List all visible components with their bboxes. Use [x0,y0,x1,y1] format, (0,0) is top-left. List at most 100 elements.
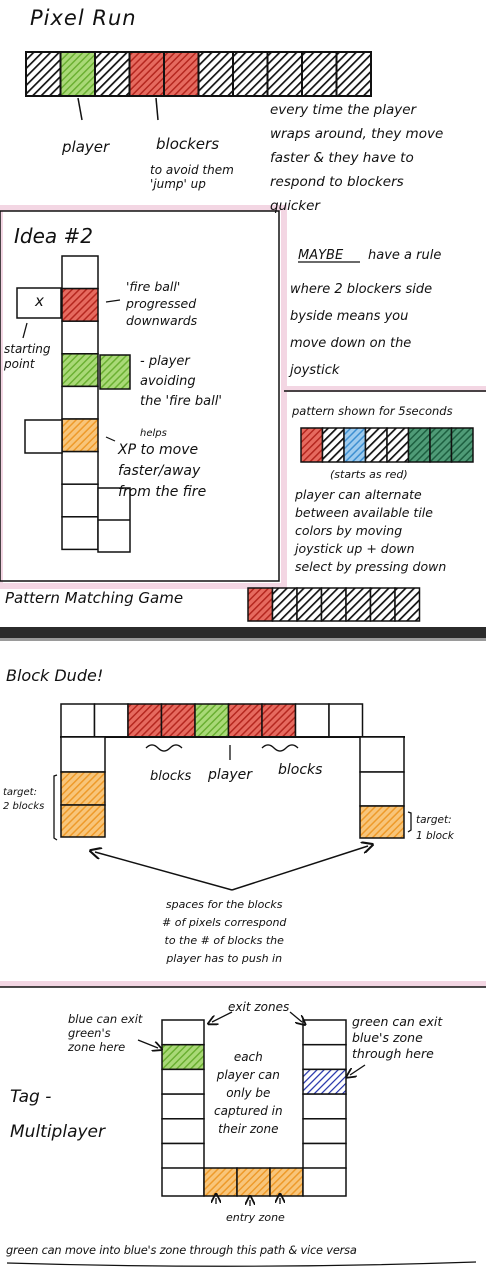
tag-right-cell [302,1118,347,1145]
bd-target-right: target: 1 block [416,814,454,842]
pr-strip-cell [25,51,62,97]
bd-target-left: target: 2 blocks [3,787,45,812]
tag-left-cell [161,1068,205,1095]
helps-label: helps [140,428,167,439]
pat-strip-cell [321,427,345,463]
section-divider [0,627,486,638]
pat-bottom-cell [271,587,298,622]
tag-right-column [302,1019,347,1169]
pat-bottom-cell [296,587,323,622]
idea-col-cell [61,450,99,485]
idea2-player-label: - player avoiding the 'fire ball' [140,354,222,409]
tag-left-cell [161,1142,205,1169]
block-dude-title: Block Dude! [6,666,104,685]
pixel-run-blockers-note: to avoid them 'jump' up [150,163,234,191]
bd-blocks-right: blocks [278,762,323,778]
bd-row-cell [93,703,129,738]
pat-bottom-cell [345,587,372,622]
tag-center-note: each player can only be captured in thei… [214,1050,283,1136]
pattern-title: Pattern Matching Game [5,589,184,607]
xp-label: XP to move faster/away from the fire [118,442,207,500]
pattern-bottom-strip [247,587,421,622]
pr-strip-cell [128,51,165,97]
fireball-label: 'fire ball' progressed downwards [126,279,198,328]
pr-strip-cell [266,51,303,97]
pr-strip-cell [163,51,200,97]
pixel-run-maybe-note: have a rule [368,248,442,263]
bd-row-cell [127,703,163,738]
idea-col-cell [61,320,99,355]
tag-right-cell [302,1142,347,1169]
pattern-strip [300,427,474,463]
pattern-starts-red: (starts as red) [330,468,408,481]
block-dude-right-column [359,736,405,839]
pat-strip-cell [386,427,410,463]
pixel-run-title: Pixel Run [30,6,137,30]
bd-row-cell [328,703,364,738]
idea-col-cell [61,516,99,551]
pat-bottom-cell [369,587,396,622]
pat-strip-cell [407,427,431,463]
idea2-title: Idea #2 [14,224,93,248]
idea-col-cell [61,385,99,420]
bd-spaces-note: spaces for the blocks # of pixels corres… [162,898,287,965]
pixel-run-rule-note: where 2 blockers side byside means you m… [290,282,433,378]
tag-right-cell [302,1043,347,1071]
bd-row-cell [294,703,330,738]
bd-row-cell [60,703,96,738]
tag-left-cell [161,1043,205,1071]
tag-blue-exit: blue can exit green's zone here [68,1012,143,1054]
tag-left-cell [161,1093,205,1120]
bd-row-cell [194,703,230,738]
pat-strip-cell [364,427,388,463]
bd-row-cell [227,703,263,738]
pat-strip-cell [429,427,453,463]
tag-entry-row [161,1167,347,1197]
pr-strip-cell [94,51,131,97]
tag-left-cell [161,1118,205,1145]
pr-strip-cell [232,51,269,97]
tag-left-column [161,1019,205,1169]
tag-bottom-note: green can move into blue's zone through … [6,1243,357,1257]
idea-col-cell [61,255,99,290]
tag-right-cell [302,1093,347,1120]
tag-exit-zones: exit zones [228,1000,290,1014]
pr-strip-cell [301,51,338,97]
bd-blocks-left: blocks [150,769,192,784]
pr-strip-cell [59,51,96,97]
tag-left-cell [161,1019,205,1046]
tag-right-cell [302,1019,347,1046]
pattern-header: pattern shown for 5seconds [292,404,453,418]
pat-strip-cell [300,427,324,463]
pixel-run-strip [25,51,372,97]
idea-col-cell [61,287,99,322]
tag-right-cell [302,1068,347,1095]
idea-col-cell [61,353,99,388]
block-dude-top-row [60,703,364,738]
pat-bottom-cell [394,587,421,622]
block-dude-left-column [60,736,106,838]
pixel-run-wrap-note: every time the player wraps around, they… [270,102,444,214]
pat-bottom-cell [320,587,347,622]
idea2-column [61,255,99,551]
pattern-body: player can alternate between available t… [295,487,447,574]
start-mark: x [35,292,44,310]
bd-row-cell [261,703,297,738]
pixel-run-player-label: player [62,138,110,156]
idea-col-cell [61,483,99,518]
pr-strip-cell [197,51,234,97]
pat-bottom-cell [247,587,274,622]
pat-strip-cell [343,427,367,463]
pat-strip-cell [450,427,474,463]
idea-col-cell [61,418,99,453]
starting-point-label: starting point [4,342,51,371]
tag-title: Tag - Multiplayer [10,1087,105,1142]
tag-entry-zone: entry zone [226,1211,285,1224]
pixel-run-maybe: MAYBE [298,248,344,263]
idea2-frame [0,205,287,589]
bd-player-label: player [208,767,253,783]
bd-row-cell [160,703,196,738]
pixel-run-blockers-label: blockers [156,135,220,153]
start-box [16,287,62,319]
